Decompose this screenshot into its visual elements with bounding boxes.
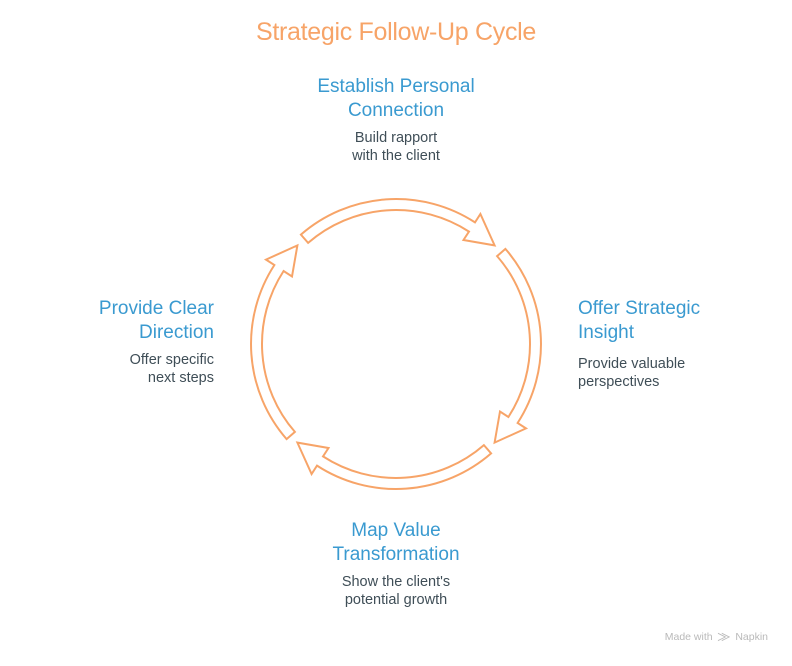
step-description-line: with the client bbox=[352, 148, 440, 164]
step-title-line: Transformation bbox=[332, 544, 460, 565]
step-description-line: potential growth bbox=[344, 592, 448, 608]
step-description: Build rapport with the client bbox=[246, 129, 546, 165]
arrow-left-icon bbox=[250, 243, 299, 441]
step-description: Provide valuable perspectives bbox=[578, 355, 768, 391]
step-description-line: Offer specific bbox=[129, 352, 214, 368]
footer-attribution[interactable]: Made with ⨠ Napkin bbox=[665, 631, 768, 644]
step-description-line: next steps bbox=[147, 370, 214, 386]
step-title: Provide Clear Direction bbox=[24, 297, 214, 345]
arrow-right-icon bbox=[493, 247, 542, 445]
step-provide-clear-direction: Provide Clear Direction Offer specific n… bbox=[24, 297, 214, 387]
step-establish-personal-connection: Establish Personal Connection Build rapp… bbox=[246, 75, 546, 165]
napkin-logo-icon: ⨠ bbox=[717, 631, 731, 643]
step-description: Offer specific next steps bbox=[24, 351, 214, 387]
step-description-line: Build rapport bbox=[354, 130, 438, 146]
made-with-label: Made with bbox=[664, 631, 713, 643]
step-description-line: perspectives bbox=[578, 374, 660, 390]
step-description: Show the client's potential growth bbox=[246, 573, 546, 609]
step-description-line: Provide valuable bbox=[578, 356, 686, 372]
diagram-title: Strategic Follow-Up Cycle bbox=[255, 18, 537, 46]
step-title-line: Establish Personal bbox=[317, 76, 475, 97]
arrow-top-icon bbox=[299, 198, 497, 247]
arrow-bottom-icon bbox=[295, 441, 493, 490]
step-title: Map Value Transformation bbox=[246, 519, 546, 567]
step-offer-strategic-insight: Offer Strategic Insight Provide valuable… bbox=[578, 297, 768, 391]
step-title: Establish Personal Connection bbox=[246, 75, 546, 123]
step-title-line: Map Value bbox=[351, 520, 441, 541]
step-map-value-transformation: Map Value Transformation Show the client… bbox=[246, 519, 546, 609]
step-title-line: Insight bbox=[578, 322, 634, 343]
step-description-line: Show the client's bbox=[341, 574, 451, 590]
step-title: Offer Strategic Insight bbox=[578, 297, 768, 345]
step-title-line: Direction bbox=[139, 322, 214, 343]
brand-label: Napkin bbox=[735, 631, 768, 643]
step-title-line: Offer Strategic bbox=[578, 298, 701, 319]
step-title-line: Provide Clear bbox=[98, 298, 214, 319]
step-title-line: Connection bbox=[347, 100, 445, 121]
